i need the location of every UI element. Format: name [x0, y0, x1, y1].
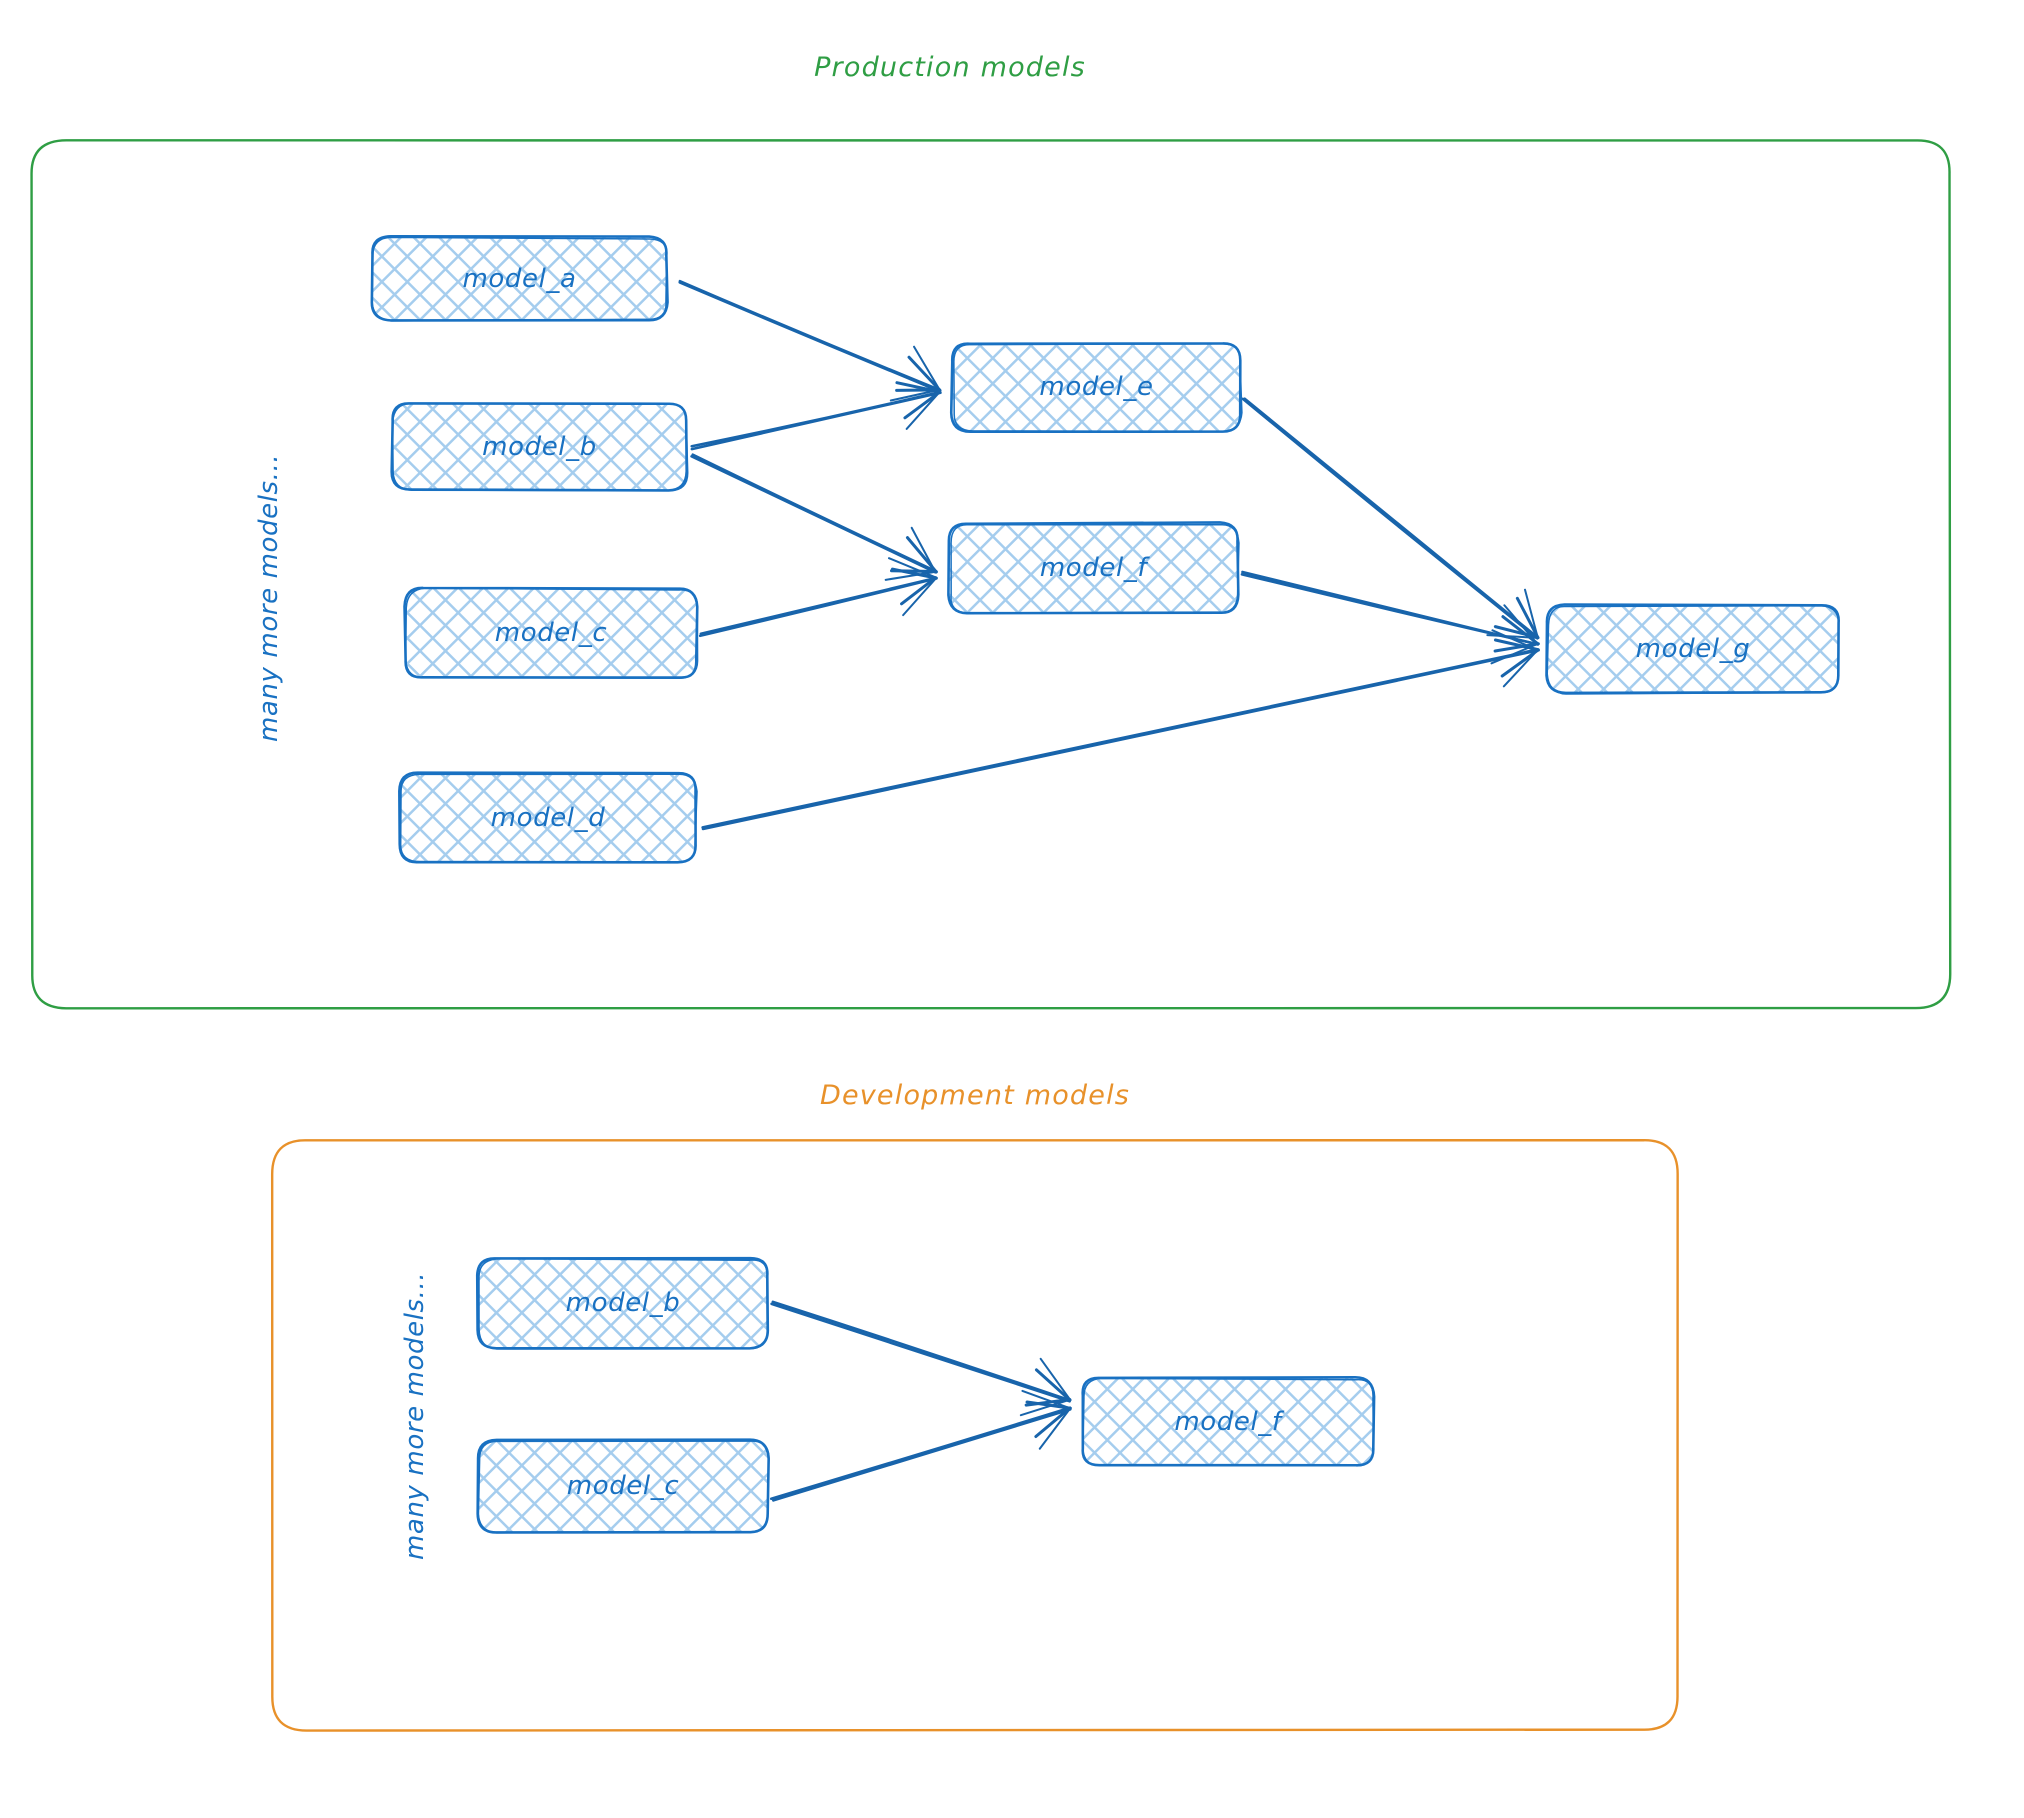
arrowhead-stroke: [913, 345, 941, 391]
edge-line: [1243, 397, 1540, 640]
edge-line: [690, 455, 937, 574]
arrowhead-stroke: [888, 557, 938, 579]
node-dev_model_b[interactable]: [475, 1256, 770, 1350]
edge-b-f: [690, 453, 938, 581]
node-prod_model_a-hit[interactable]: [372, 237, 667, 320]
arrowhead-stroke: [895, 381, 942, 394]
node-border-pass2-prod_model_e: [953, 342, 1243, 433]
node-border-pass2-dev_model_c: [477, 1440, 770, 1534]
edge-devc-devf: [769, 1389, 1072, 1502]
side-label-development: many more models...: [400, 1271, 430, 1560]
node-border-pass2-dev_model_f: [1082, 1377, 1375, 1467]
node-prod_model_g[interactable]: [1545, 603, 1840, 695]
group-border-development: [270, 1139, 1679, 1732]
side-label-production: many more models...: [254, 453, 284, 742]
group-title-development: Development models: [819, 1080, 1131, 1111]
edge-e-g: [1241, 397, 1540, 640]
node-dev_model_b-hit[interactable]: [478, 1258, 768, 1348]
edge-line: [701, 648, 1540, 831]
edge-line: [771, 1300, 1072, 1402]
edge-devb-devf: [770, 1300, 1072, 1417]
node-prod_model_e-hit[interactable]: [952, 343, 1241, 431]
node-fill-prod_model_f: [949, 522, 1239, 614]
group-border-production: [30, 139, 1952, 1010]
arrowhead-stroke: [1500, 648, 1540, 678]
node-prod_model_d-hit[interactable]: [400, 773, 696, 862]
node-border-pass2-prod_model_a: [371, 236, 668, 322]
node-border-pass2-prod_model_d: [399, 773, 698, 863]
arrowhead-stroke: [1503, 604, 1539, 646]
node-fill-prod_model_d: [400, 772, 697, 863]
node-dev_model_f-hit[interactable]: [1082, 1378, 1374, 1466]
node-prod_model_f-hit[interactable]: [949, 523, 1238, 613]
arrowhead-stroke: [1025, 1400, 1072, 1410]
group-containers: [30, 139, 1952, 1732]
node-border-pass2-prod_model_g: [1546, 605, 1840, 695]
arrowhead-stroke: [1493, 642, 1540, 653]
arrowhead-stroke: [907, 355, 942, 392]
edge-line: [772, 1408, 1072, 1502]
edge-d-g: [701, 629, 1540, 831]
node-fill-dev_model_f: [1081, 1378, 1375, 1467]
node-fill-prod_model_e: [951, 343, 1241, 431]
node-prod_model_c-hit[interactable]: [405, 588, 697, 678]
node-prod_model_b-hit[interactable]: [392, 403, 687, 490]
group-production: [30, 139, 1952, 1010]
node-prod_model_b[interactable]: [390, 402, 689, 492]
arrowhead-stroke: [905, 391, 941, 430]
node-fill-prod_model_a: [371, 236, 667, 321]
arrowhead-stroke: [1515, 596, 1540, 640]
node-prod_model_g-hit[interactable]: [1547, 605, 1839, 693]
node-border-pass2-prod_model_b: [391, 402, 689, 492]
group-title-production: Production models: [814, 52, 1086, 83]
edge-line: [1240, 573, 1540, 646]
edge-line: [678, 279, 942, 392]
arrowhead-stroke: [890, 567, 938, 580]
node-prod_model_d[interactable]: [398, 771, 698, 864]
group-development: [270, 1139, 1679, 1732]
arrowhead-stroke: [1021, 1389, 1071, 1410]
arrowhead-stroke: [1019, 1398, 1072, 1417]
nodes: [370, 234, 1840, 1534]
edge-line: [698, 577, 938, 638]
node-fill-prod_model_g: [1546, 604, 1840, 694]
node-dev_model_f[interactable]: [1081, 1376, 1376, 1467]
arrowhead-stroke: [1523, 588, 1539, 639]
edge-line: [769, 1406, 1072, 1501]
arrowhead-stroke: [1034, 1406, 1072, 1438]
arrowhead-stroke: [900, 576, 938, 606]
edge-c-f: [698, 557, 938, 638]
node-border-pass2-prod_model_f: [950, 524, 1240, 614]
edge-b-e: [690, 370, 942, 451]
edge-line: [690, 391, 942, 451]
arrowhead-stroke: [902, 577, 937, 617]
arrowhead-stroke: [1491, 629, 1540, 652]
node-prod_model_e[interactable]: [949, 342, 1243, 433]
node-fill-dev_model_b: [477, 1257, 768, 1349]
arrowhead-stroke: [1039, 1357, 1072, 1402]
node-prod_model_a[interactable]: [370, 234, 669, 322]
arrowhead-stroke: [892, 370, 942, 394]
node-border-pass2-dev_model_b: [478, 1257, 768, 1350]
edge-line: [1241, 397, 1539, 640]
arrowhead-stroke: [910, 526, 937, 574]
node-fill-prod_model_b: [392, 402, 687, 491]
edge-f-g: [1240, 570, 1540, 665]
node-dev_model_c[interactable]: [476, 1438, 770, 1534]
node-prod_model_f[interactable]: [947, 521, 1240, 615]
arrowhead-stroke: [1034, 1368, 1072, 1402]
node-dev_model_c-hit[interactable]: [478, 1440, 768, 1532]
edges: [678, 279, 1540, 1502]
edge-line: [770, 1302, 1071, 1403]
node-prod_model_c[interactable]: [403, 586, 699, 680]
node-border-pass2-prod_model_c: [404, 587, 699, 680]
node-fill-dev_model_c: [478, 1439, 769, 1533]
arrowhead-stroke: [1501, 615, 1540, 646]
node-fill-prod_model_c: [405, 587, 697, 679]
arrowhead-stroke: [903, 390, 942, 420]
arrowhead-stroke: [1502, 648, 1539, 688]
arrowhead-stroke: [1038, 1407, 1072, 1450]
